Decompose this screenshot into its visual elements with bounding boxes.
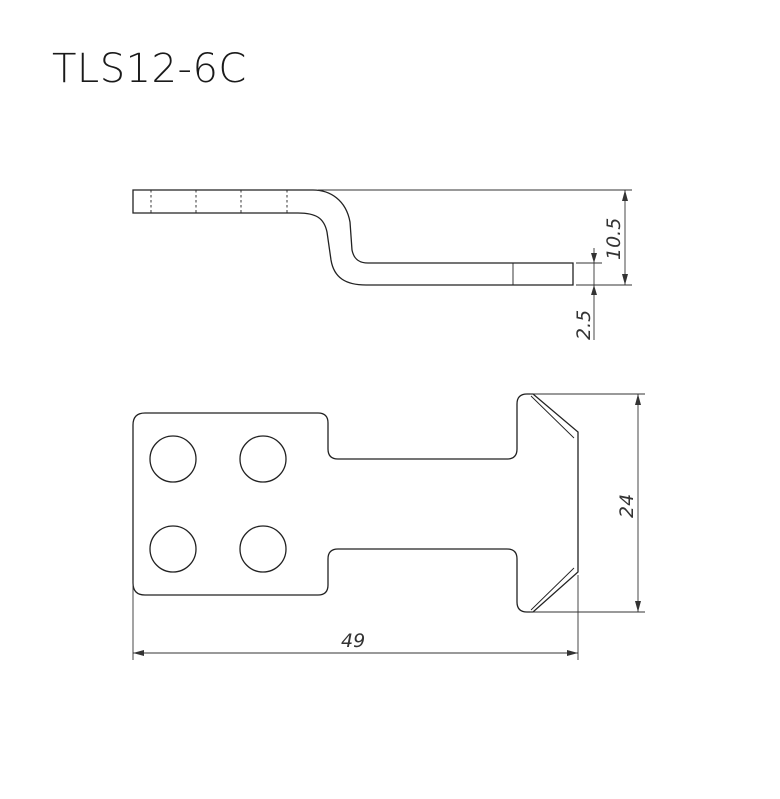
dimension-thickness: 2.5 <box>573 248 602 340</box>
arrowhead <box>591 253 597 263</box>
dimension-length: 49 <box>132 575 579 660</box>
mounting-hole <box>149 525 197 573</box>
part-number-title: TLS12-6C <box>52 46 247 92</box>
top-view-outline <box>132 393 579 613</box>
arrowhead <box>622 274 628 285</box>
dimension-label-height-offset: 10.5 <box>603 218 625 260</box>
arrowhead <box>622 190 628 201</box>
chamfer-line <box>530 395 575 439</box>
top-view <box>132 393 579 613</box>
side-view-outline <box>132 189 574 286</box>
dimension-height-offset: 10.5 <box>318 189 632 286</box>
dimension-width: 24 <box>530 393 645 613</box>
chamfer-line <box>530 567 575 611</box>
arrowhead <box>133 650 144 656</box>
dimension-label-width: 24 <box>616 494 638 518</box>
dimension-label-thickness: 2.5 <box>573 310 595 340</box>
arrowhead <box>635 394 641 405</box>
arrowhead <box>635 601 641 612</box>
mounting-hole <box>149 435 197 483</box>
mounting-hole <box>239 525 287 573</box>
side-view <box>132 189 574 286</box>
mounting-hole <box>239 435 287 483</box>
arrowhead <box>567 650 578 656</box>
dimension-label-length: 49 <box>341 630 365 652</box>
arrowhead <box>591 285 597 295</box>
